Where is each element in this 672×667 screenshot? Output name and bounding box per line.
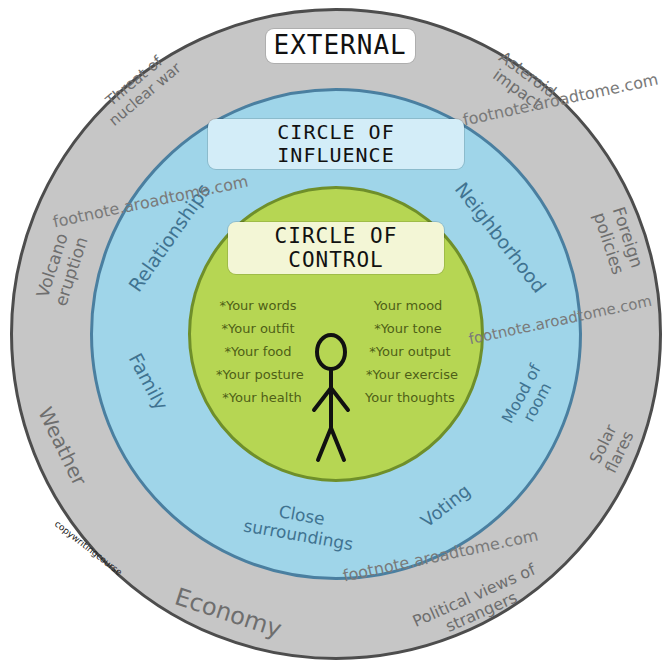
region-heading: EXTERNAL — [266, 29, 415, 63]
ring-item: Your mood — [358, 299, 458, 314]
region-heading: CIRCLE OF CONTROL — [228, 222, 444, 274]
ring-item: *Your output — [358, 345, 462, 360]
region-heading: CIRCLE OF INFLUENCE — [208, 119, 464, 169]
ring-item: *Your tone — [358, 322, 458, 337]
ring-item: Your thoughts — [355, 391, 465, 406]
ring-item: *Your posture — [208, 368, 312, 383]
ring-item: *Your food — [208, 345, 308, 360]
ring-item: *Your exercise — [356, 368, 468, 383]
ring-item: *Your outfit — [208, 322, 308, 337]
ring-item: *Your words — [208, 299, 308, 314]
ring-item: *Your health — [212, 391, 312, 406]
